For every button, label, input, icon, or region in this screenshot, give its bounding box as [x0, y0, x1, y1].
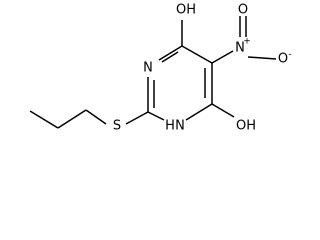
atom-nitro-o-right: O — [278, 52, 288, 67]
bond-c5-n — [211, 50, 234, 64]
bond-c6-n1 — [158, 45, 183, 61]
atom-nitro-n: N — [235, 41, 245, 56]
bond-s-ch2 — [85, 109, 107, 125]
bond-c6-c5 — [181, 45, 213, 64]
atom-ring-nh-n: N — [175, 119, 185, 134]
atom-nitro-o-top: O — [238, 3, 248, 18]
bond-c6-n1-double — [161, 51, 179, 63]
bond-ch2-ch3 — [29, 110, 59, 129]
atom-ring-nh-h: H — [165, 119, 175, 134]
molecule-diagram: OH N + O O - N S H N OH — [29, 3, 292, 134]
atom-oh-bottom: OH — [236, 119, 256, 134]
atom-sulfur: S — [113, 119, 121, 134]
charge-nitro-n: + — [243, 37, 251, 47]
bond-c4-oh — [211, 103, 235, 118]
atom-ring-n1: N — [143, 61, 153, 76]
charge-nitro-o: - — [288, 50, 291, 60]
bond-n3-c2 — [147, 111, 165, 121]
bond-ch2-ch2 — [57, 109, 87, 129]
structure-drawing: OH N + O O - N S H N OH — [29, 3, 292, 134]
bond-n-o-right — [247, 56, 277, 60]
atom-oh-top: OH — [176, 3, 196, 18]
bond-n3-c4 — [185, 103, 213, 121]
bond-c2-s — [125, 111, 149, 125]
